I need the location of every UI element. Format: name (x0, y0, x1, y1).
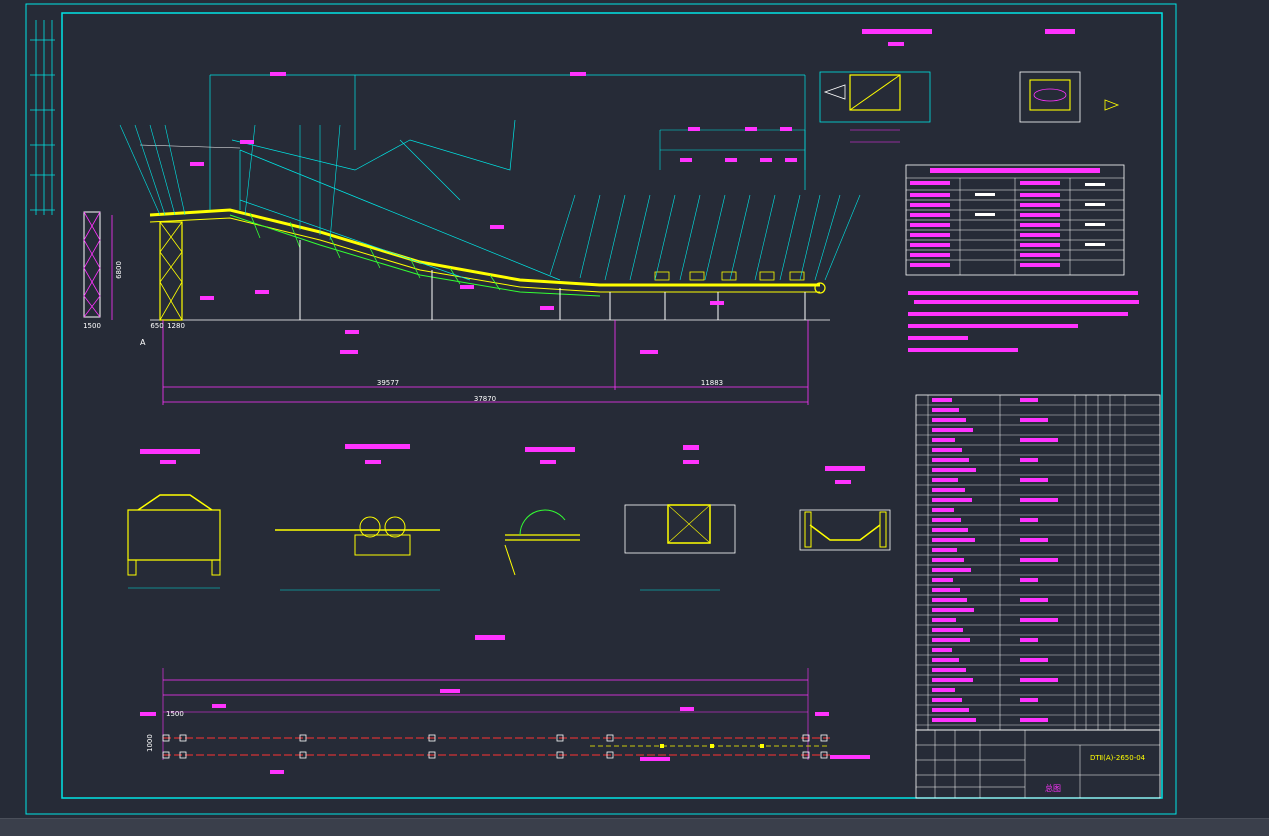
cad-model-space[interactable]: 39577 11883 37870 6800 1500 650 1280 A (0, 0, 1269, 818)
detail-view-1 (127, 449, 221, 589)
detail-view-5 (799, 466, 891, 551)
foundation-plan: 1500 1000 (140, 635, 870, 774)
head-chute-detail (819, 29, 932, 143)
parameter-table (905, 164, 1125, 276)
parts-list (915, 394, 1161, 731)
dim-37870: 37870 (474, 395, 496, 403)
dim-1000-plan: 1000 (146, 734, 154, 752)
dim-6800: 6800 (115, 261, 123, 279)
cad-drawing[interactable]: 39577 11883 37870 6800 1500 650 1280 A (0, 0, 1269, 818)
detail-view-4 (624, 445, 736, 591)
dim-650: 650 (150, 322, 163, 330)
guide-chute-detail (1019, 29, 1120, 123)
outer-border (25, 3, 1177, 815)
section-mark-a: A (140, 338, 146, 347)
dim-1500-plan: 1500 (166, 710, 184, 718)
drawing-number: DTⅡ(A)-2650-04 (1090, 754, 1146, 762)
binding-strip (30, 20, 55, 215)
detail-view-2 (275, 444, 440, 591)
dim-11883: 11883 (701, 379, 723, 387)
title-block: DTⅡ(A)-2650-04 总图 (915, 729, 1161, 799)
inner-border (61, 12, 1163, 799)
dim-39577: 39577 (377, 379, 399, 387)
dim-1280: 1280 (167, 322, 185, 330)
technical-notes (908, 291, 1139, 352)
main-elevation: 39577 11883 37870 6800 1500 650 1280 A (83, 72, 861, 405)
dim-1500: 1500 (83, 322, 101, 330)
detail-view-3 (504, 447, 580, 576)
status-bar (0, 818, 1269, 836)
drawing-title: 总图 (1045, 783, 1061, 793)
